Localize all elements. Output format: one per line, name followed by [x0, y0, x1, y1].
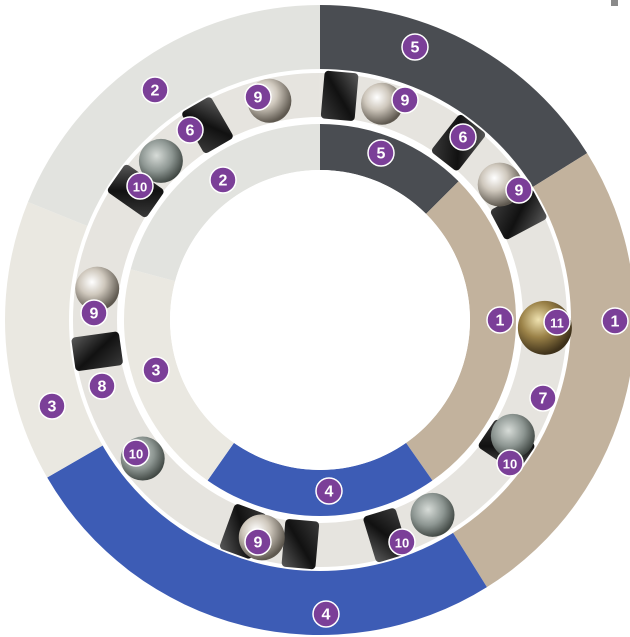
glass-label-10-bottom: 10 [389, 529, 415, 555]
outer-label-2: 2 [142, 77, 168, 103]
badge-number: 1 [611, 314, 620, 331]
badge-number: 10 [395, 536, 409, 551]
ball-label-9-right-upper: 9 [506, 177, 532, 203]
badge-number: 9 [401, 93, 410, 110]
separator-label-7: 7 [530, 385, 556, 411]
badge-number: 6 [186, 123, 195, 140]
center-bore [170, 170, 470, 470]
badge-number: 4 [322, 607, 331, 624]
badge-number: 3 [48, 399, 57, 416]
inner-label-1: 1 [487, 307, 513, 333]
badge-number: 10 [503, 457, 517, 472]
ball-label-11: 11 [544, 309, 570, 335]
cage-label-6-left: 6 [177, 117, 203, 143]
badge-number: 5 [377, 146, 386, 163]
badge-number: 2 [151, 83, 160, 100]
cage-label-6-right: 6 [450, 124, 476, 150]
badge-number: 2 [219, 173, 228, 190]
ball-label-9-top: 9 [245, 84, 271, 110]
outer-label-1: 1 [602, 308, 628, 334]
ball-label-9-left: 9 [81, 300, 107, 326]
inner-label-3: 3 [143, 357, 169, 383]
outer-label-4: 4 [313, 601, 339, 627]
inner-label-2: 2 [210, 167, 236, 193]
badge-number: 9 [254, 90, 263, 107]
badge-number: 8 [98, 379, 107, 396]
ball-label-9-bottom: 9 [245, 529, 271, 555]
glass-label-10-left-upper: 10 [127, 173, 153, 199]
badge-number: 6 [459, 130, 468, 147]
roller [321, 70, 359, 121]
roller [71, 331, 123, 371]
badge-number: 10 [129, 447, 143, 462]
glass-label-10-right-lower: 10 [497, 450, 523, 476]
badge-number: 9 [515, 183, 524, 200]
inner-label-4: 4 [316, 478, 342, 504]
badge-number: 1 [496, 313, 505, 330]
badge-number: 5 [411, 40, 420, 57]
ball-label-9-top-right: 9 [392, 87, 418, 113]
corner-mark [611, 0, 618, 6]
badge-number: 9 [254, 535, 263, 552]
outer-label-5: 5 [402, 34, 428, 60]
inner-label-5: 5 [368, 140, 394, 166]
badge-number: 10 [133, 180, 147, 195]
outer-label-3: 3 [39, 393, 65, 419]
badge-number: 11 [550, 316, 564, 331]
glass-label-10-left-lower: 10 [123, 440, 149, 466]
badge-number: 9 [90, 306, 99, 323]
separator-label-8: 8 [89, 373, 115, 399]
roller [281, 519, 319, 570]
ball-glass [411, 493, 455, 537]
badge-number: 4 [325, 484, 334, 501]
badge-number: 7 [539, 391, 548, 408]
badge-number: 3 [152, 363, 161, 380]
